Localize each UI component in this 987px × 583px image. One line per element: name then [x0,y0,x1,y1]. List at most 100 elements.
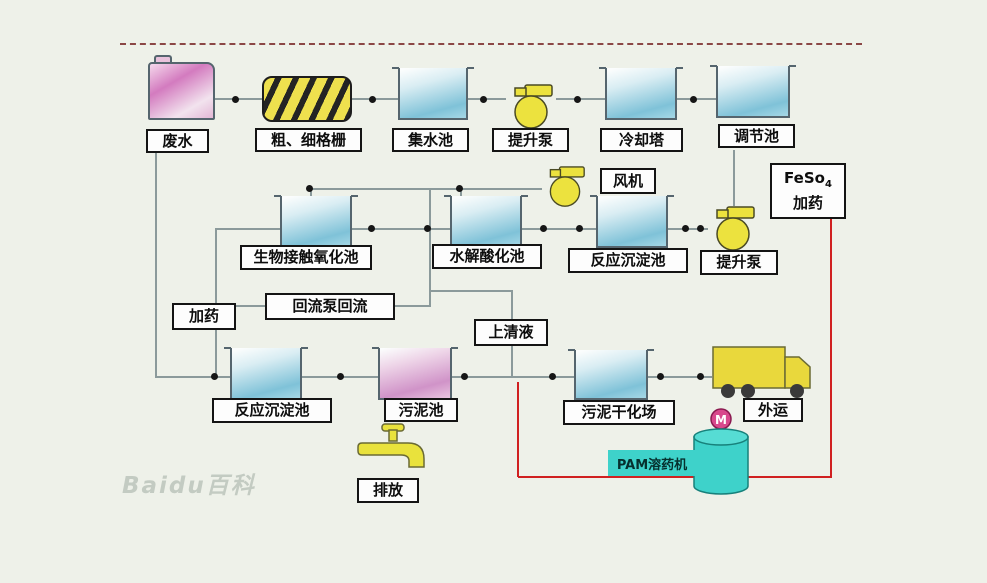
lift-pump-1-label: 提升泵 [492,128,569,152]
discharge-label-text: 排放 [372,481,403,499]
lift-pump-2-label-text: 提升泵 [716,253,762,271]
bio-oxidation-tank [274,195,358,248]
pipe [522,228,596,230]
pipe [155,152,157,378]
watermark: Baidu百科 [122,466,256,500]
hydrolysis-tank-label-text: 水解酸化池 [449,247,525,265]
junction [306,185,313,192]
reaction-sed-tank-1-label: 反应沉淀池 [568,248,688,273]
junction [657,373,664,380]
junction [368,225,375,232]
fan-icon [542,166,588,208]
cooling-tower-label: 冷却塔 [600,128,683,152]
cooling-tower-label-text: 冷却塔 [618,130,664,149]
junction [424,225,431,232]
hydrolysis-tank-label: 水解酸化池 [432,244,542,269]
sludge-drying-field [568,349,654,400]
junction [576,225,583,232]
junction [211,373,218,380]
pam-machine-label: PAM溶药机 [608,450,696,476]
junction [480,96,487,103]
collection-tank-label: 集水池 [392,128,469,152]
lift-pump-2-icon [708,206,758,252]
junction [574,96,581,103]
reaction-sed-tank-1-label-text: 反应沉淀池 [590,251,666,269]
fan-label-text: 风机 [612,171,643,190]
aeration-pipe [310,188,312,198]
junction [549,373,556,380]
junction [682,225,689,232]
reflux-pipe [429,188,431,306]
aeration-pipe [460,188,462,198]
sludge-drying-label-text: 污泥干化场 [581,403,657,421]
dosing-label: 加药 [172,303,236,330]
transport-out-label: 外运 [743,398,803,422]
regulation-tank-label-text: 调节池 [733,126,779,145]
dosing-pipe [830,219,832,478]
bar-screen-label-text: 粗、细格栅 [270,130,346,149]
pam-machine-label-text: PAM溶药机 [616,457,688,473]
wastewater-tank-cap [154,55,172,65]
pam-motor-letter: M [715,413,727,427]
bio-oxidation-tank-label-text: 生物接触氧化池 [253,248,359,266]
junction [461,373,468,380]
supernatant-label-text: 上清液 [488,323,534,341]
junction [232,96,239,103]
lift-pump-1-icon [506,84,556,130]
reaction-sed-tank-1 [590,195,674,248]
truck-icon [712,342,812,400]
reaction-sed-tank-2 [224,347,308,400]
cooling-tower [599,67,683,120]
dosing-label-text: 加药 [188,307,219,325]
junction [697,373,704,380]
sludge-drying-label: 污泥干化场 [563,400,675,425]
wastewater-label-text: 废水 [162,131,193,150]
discharge-faucet-icon [354,422,432,478]
pam-machine-icon: M [690,406,752,500]
wastewater-tank [148,62,215,120]
junction [540,225,547,232]
collection-tank [392,67,474,120]
feso4-dosing-text: 加药 [792,194,823,213]
feso4-dosing-box: FeSo4 加药 [770,163,846,219]
lift-pump-2-label: 提升泵 [700,250,778,275]
regulation-tank-label: 调节池 [718,124,795,148]
sludge-tank [372,347,458,400]
supernatant-pipe [511,346,513,378]
supernatant-pipe [511,290,513,319]
hydrolysis-tank [444,195,528,248]
supernatant-pipe [429,290,513,292]
supernatant-label: 上清液 [474,319,548,346]
bio-oxidation-tank-label: 生物接触氧化池 [240,245,372,270]
collection-tank-label-text: 集水池 [407,130,453,149]
junction [690,96,697,103]
bar-screen-label: 粗、细格栅 [255,128,362,152]
junction [697,225,704,232]
aeration-pipe [310,188,542,190]
fan-label: 风机 [600,168,656,194]
dosing-pipe [518,476,832,478]
lift-pump-1-label-text: 提升泵 [507,130,553,149]
sludge-tank-label: 污泥池 [384,398,458,422]
pipe [468,98,506,100]
discharge-label: 排放 [357,478,419,503]
regulation-tank [710,65,796,118]
sludge-tank-label-text: 污泥池 [398,400,444,419]
pipe [733,150,735,206]
reflux-pump-label: 回流泵回流 [265,293,395,320]
junction [369,96,376,103]
reaction-sed-tank-2-label-text: 反应沉淀池 [234,401,310,419]
junction [337,373,344,380]
dosing-pipe [517,382,519,477]
watermark-text: Baidu百科 [122,473,256,499]
transport-out-label-text: 外运 [757,400,788,419]
pipe [648,376,712,378]
reflux-pump-label-text: 回流泵回流 [292,297,368,315]
reaction-sed-tank-2-label: 反应沉淀池 [212,398,332,423]
pipe [352,228,450,230]
junction [456,185,463,192]
wastewater-label: 废水 [146,129,209,153]
pipe [452,376,574,378]
feso4-formula: FeSo4 [784,169,832,191]
